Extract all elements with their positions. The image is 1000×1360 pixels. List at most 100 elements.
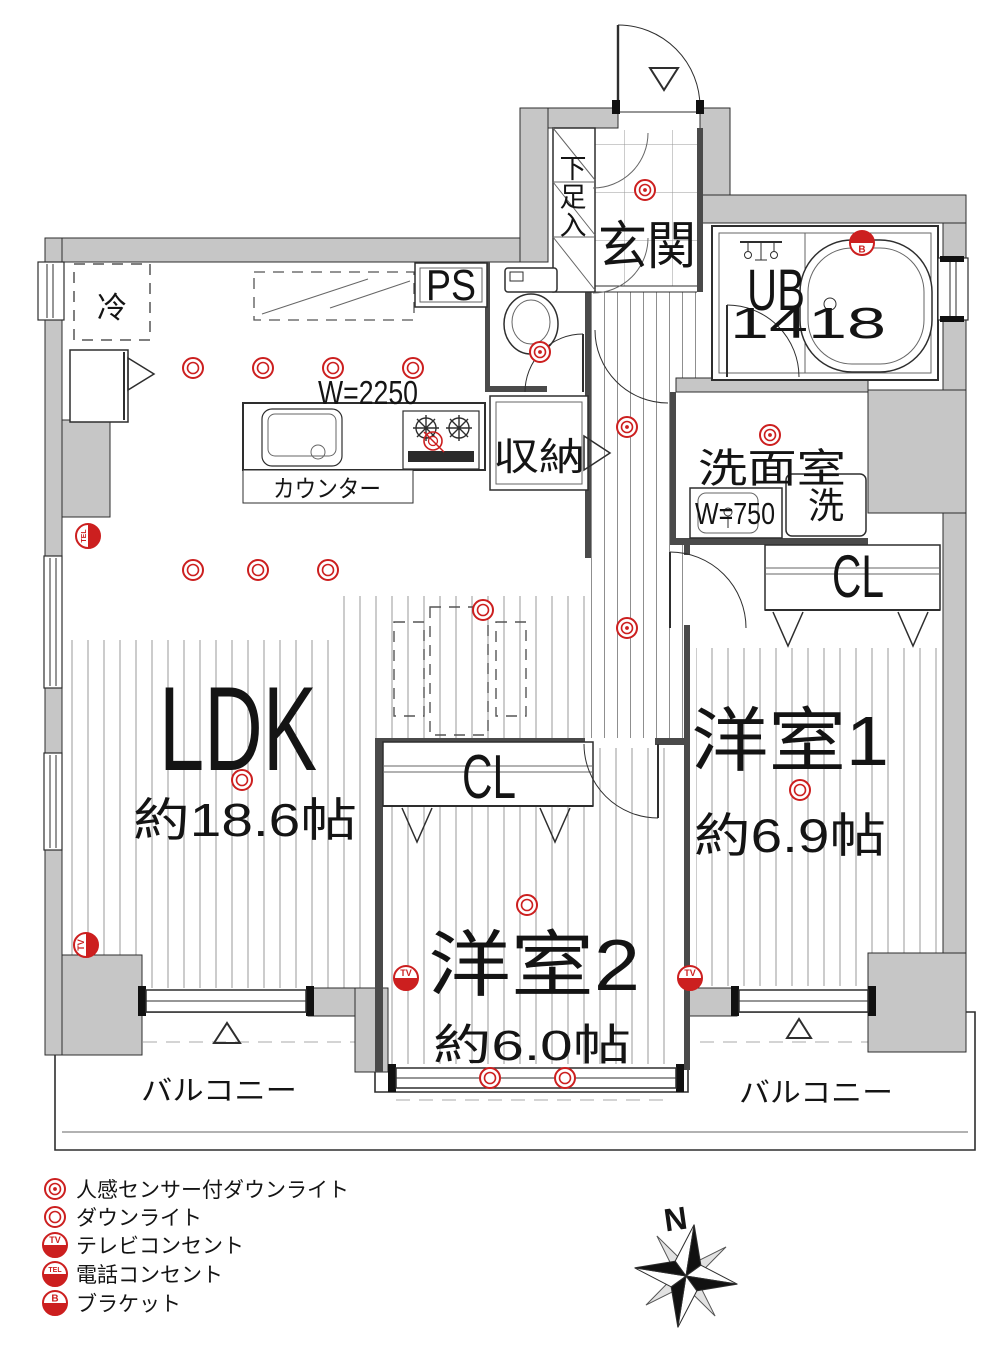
balcony-access-triangle-right: [785, 1017, 813, 1039]
window-left-mid: [43, 555, 63, 689]
downlight-icon: [182, 559, 204, 581]
label-bath: UB: [747, 258, 805, 323]
label-balcony-right: バルコニー: [739, 1077, 893, 1108]
entrance-door-arc: [617, 24, 701, 108]
toilet: [503, 267, 559, 355]
window-ldk-balcony: [138, 986, 314, 1016]
downlight-icon: [516, 894, 538, 916]
label-closet1: CL: [832, 543, 884, 610]
downlight-icon: [317, 559, 339, 581]
window-left-low: [43, 752, 63, 851]
motion-sensor-downlight-icon: [616, 416, 638, 438]
label-western2-area: 約6.0帖: [433, 1022, 631, 1070]
window-western2-balcony: [388, 1064, 684, 1092]
storage-door-triangle: [583, 434, 612, 472]
dining-table-dashed: [393, 606, 527, 736]
vanity-unit: [689, 487, 783, 539]
downlight-icon: [789, 779, 811, 801]
washroom-area: [594, 329, 867, 539]
label-bath-size: 1418: [730, 299, 886, 348]
label-ldk: LDK: [159, 662, 317, 796]
pipe-space-box: [414, 262, 488, 308]
label-counter-width: W=2250: [318, 374, 418, 411]
compass-north-label: N: [662, 1200, 690, 1239]
side-closet: [69, 349, 156, 423]
downlight-icon: [247, 559, 269, 581]
hallway-floor: [590, 292, 697, 738]
bath-faucet: [740, 241, 782, 261]
legend-label: ブラケット: [76, 1293, 181, 1316]
door-jamb: [612, 100, 620, 114]
downlight-icon: [44, 1206, 66, 1228]
tv-outlet-icon: [393, 965, 419, 991]
refrigerator-space: [73, 263, 151, 341]
range-hood-lines: [261, 278, 411, 315]
windows: [37, 256, 969, 1092]
unit-bath: [711, 225, 939, 381]
tel-outlet-icon: [42, 1261, 68, 1287]
bracket-light-icon: [42, 1290, 68, 1316]
label-washer: 洗: [808, 485, 844, 526]
window-left-small: [37, 261, 65, 321]
bathtub: [799, 239, 933, 373]
compass-rose: N: [634, 1200, 738, 1328]
label-western1: 洋室1: [691, 702, 889, 780]
kitchen: [69, 262, 488, 504]
legend-row: ダウンライト: [44, 1206, 202, 1230]
label-pipe-space: PS: [426, 261, 476, 310]
downlight-icon: [479, 1067, 501, 1089]
storage-box: [489, 395, 612, 491]
interior-doors: [583, 551, 747, 819]
label-closet2: CL: [462, 743, 516, 812]
legend-label: テレビコンセント: [76, 1235, 244, 1258]
balcony-access-triangle-left: [212, 1021, 242, 1044]
label-western1-area: 約6.9帖: [694, 809, 886, 862]
motion-sensor-downlight-icon: [616, 617, 638, 639]
downlight-icon: [182, 357, 204, 379]
toilet-room: [503, 267, 584, 393]
grill: [408, 451, 474, 462]
door-jamb: [696, 100, 704, 114]
legend-row: 電話コンセント: [42, 1261, 223, 1287]
entry-direction-triangle: [648, 67, 680, 92]
legend-row: テレビコンセント: [42, 1232, 244, 1258]
kitchen-sink: [261, 408, 343, 467]
window-western1-balcony: [731, 986, 876, 1016]
legend-label: 電話コンセント: [76, 1264, 223, 1287]
label-storage: 収納: [493, 437, 585, 479]
legend-label: 人感センサー付ダウンライト: [76, 1179, 349, 1202]
label-counter: カウンター: [273, 476, 381, 503]
dining-floor: [340, 596, 585, 738]
counter-label-box: [242, 469, 414, 504]
motion-sensor-downlight-icon: [634, 179, 656, 201]
room-labels: LDK 約18.6帖 洋室1 約6.9帖 洋室2 約6.0帖 玄関 下足入 UB…: [97, 154, 893, 1108]
tv-outlet-icon: [42, 1232, 68, 1258]
range-hood-dashed: [253, 271, 415, 321]
shoe-cabinet: [552, 127, 649, 294]
motion-sensor-downlight-icon: [759, 424, 781, 446]
downlight-icon: [472, 599, 494, 621]
stove: [402, 410, 480, 470]
legend-row: 人感センサー付ダウンライト: [44, 1178, 349, 1202]
label-western2: 洋室2: [428, 926, 640, 1006]
motion-sensor-downlight-icon: [44, 1178, 66, 1200]
washroom-door-arc: [594, 329, 669, 404]
gas-alarm-icon: [423, 431, 445, 453]
closet1-western1: [764, 544, 941, 648]
label-ldk-area: 約18.6帖: [133, 794, 357, 846]
label-balcony-left: バルコニー: [141, 1075, 297, 1106]
ldk-floor: [68, 640, 375, 988]
bracket-light-icon: [849, 230, 875, 257]
bath-door-arc: [726, 304, 800, 378]
western1-floor: [696, 648, 940, 986]
tv-outlet-icon: [73, 932, 99, 958]
label-refrigerator: 冷: [97, 292, 127, 325]
kitchen-counter: [242, 402, 486, 504]
label-shoe-cabinet: 下足入: [560, 154, 587, 241]
legend-label: ダウンライト: [76, 1207, 202, 1230]
label-washroom: 洗面室: [698, 447, 846, 491]
label-entrance: 玄関: [598, 218, 696, 276]
tv-outlet-icon: [677, 965, 703, 991]
western2-door-arc: [583, 743, 659, 819]
